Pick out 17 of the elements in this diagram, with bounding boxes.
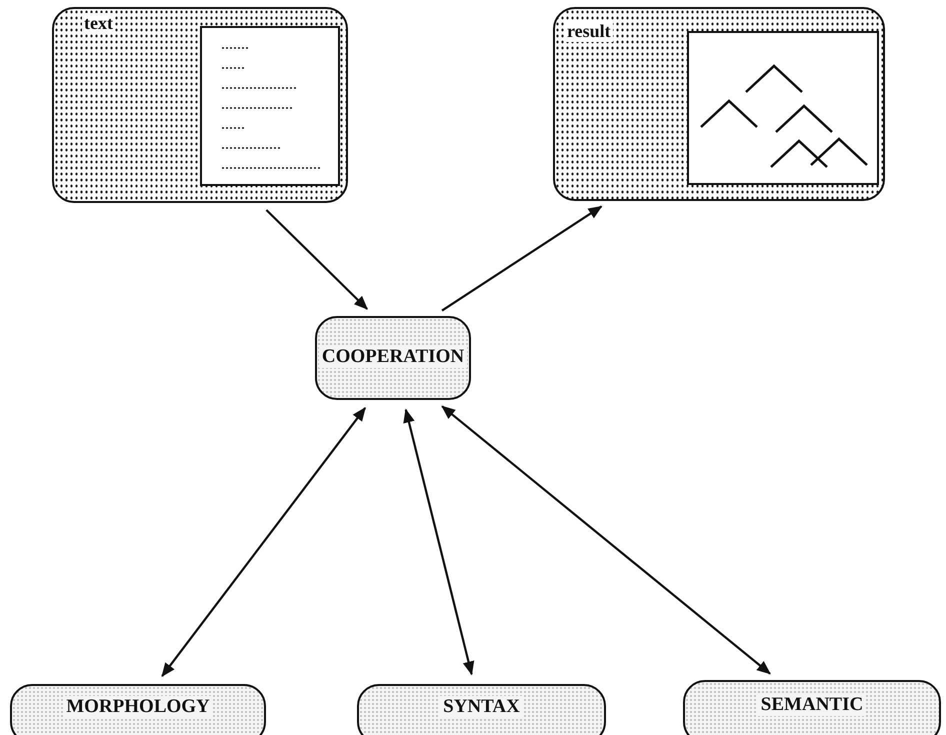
arrow (266, 209, 368, 310)
arrow (161, 407, 366, 677)
node-label: MORPHOLOGY (63, 696, 213, 718)
node-label: COOPERATION (318, 346, 468, 368)
process-box (315, 316, 471, 400)
module-box (357, 684, 606, 735)
arrow (403, 408, 474, 676)
node-label: text (82, 13, 115, 34)
arrow (441, 405, 771, 675)
result-panel (553, 7, 885, 201)
module-box (683, 680, 941, 735)
text-panel (52, 7, 348, 203)
module-box (10, 684, 266, 735)
node-label: SYNTAX (440, 696, 523, 718)
node-label: result (565, 21, 613, 42)
arrow (441, 206, 602, 312)
node-label: SEMANTIC (758, 694, 866, 716)
